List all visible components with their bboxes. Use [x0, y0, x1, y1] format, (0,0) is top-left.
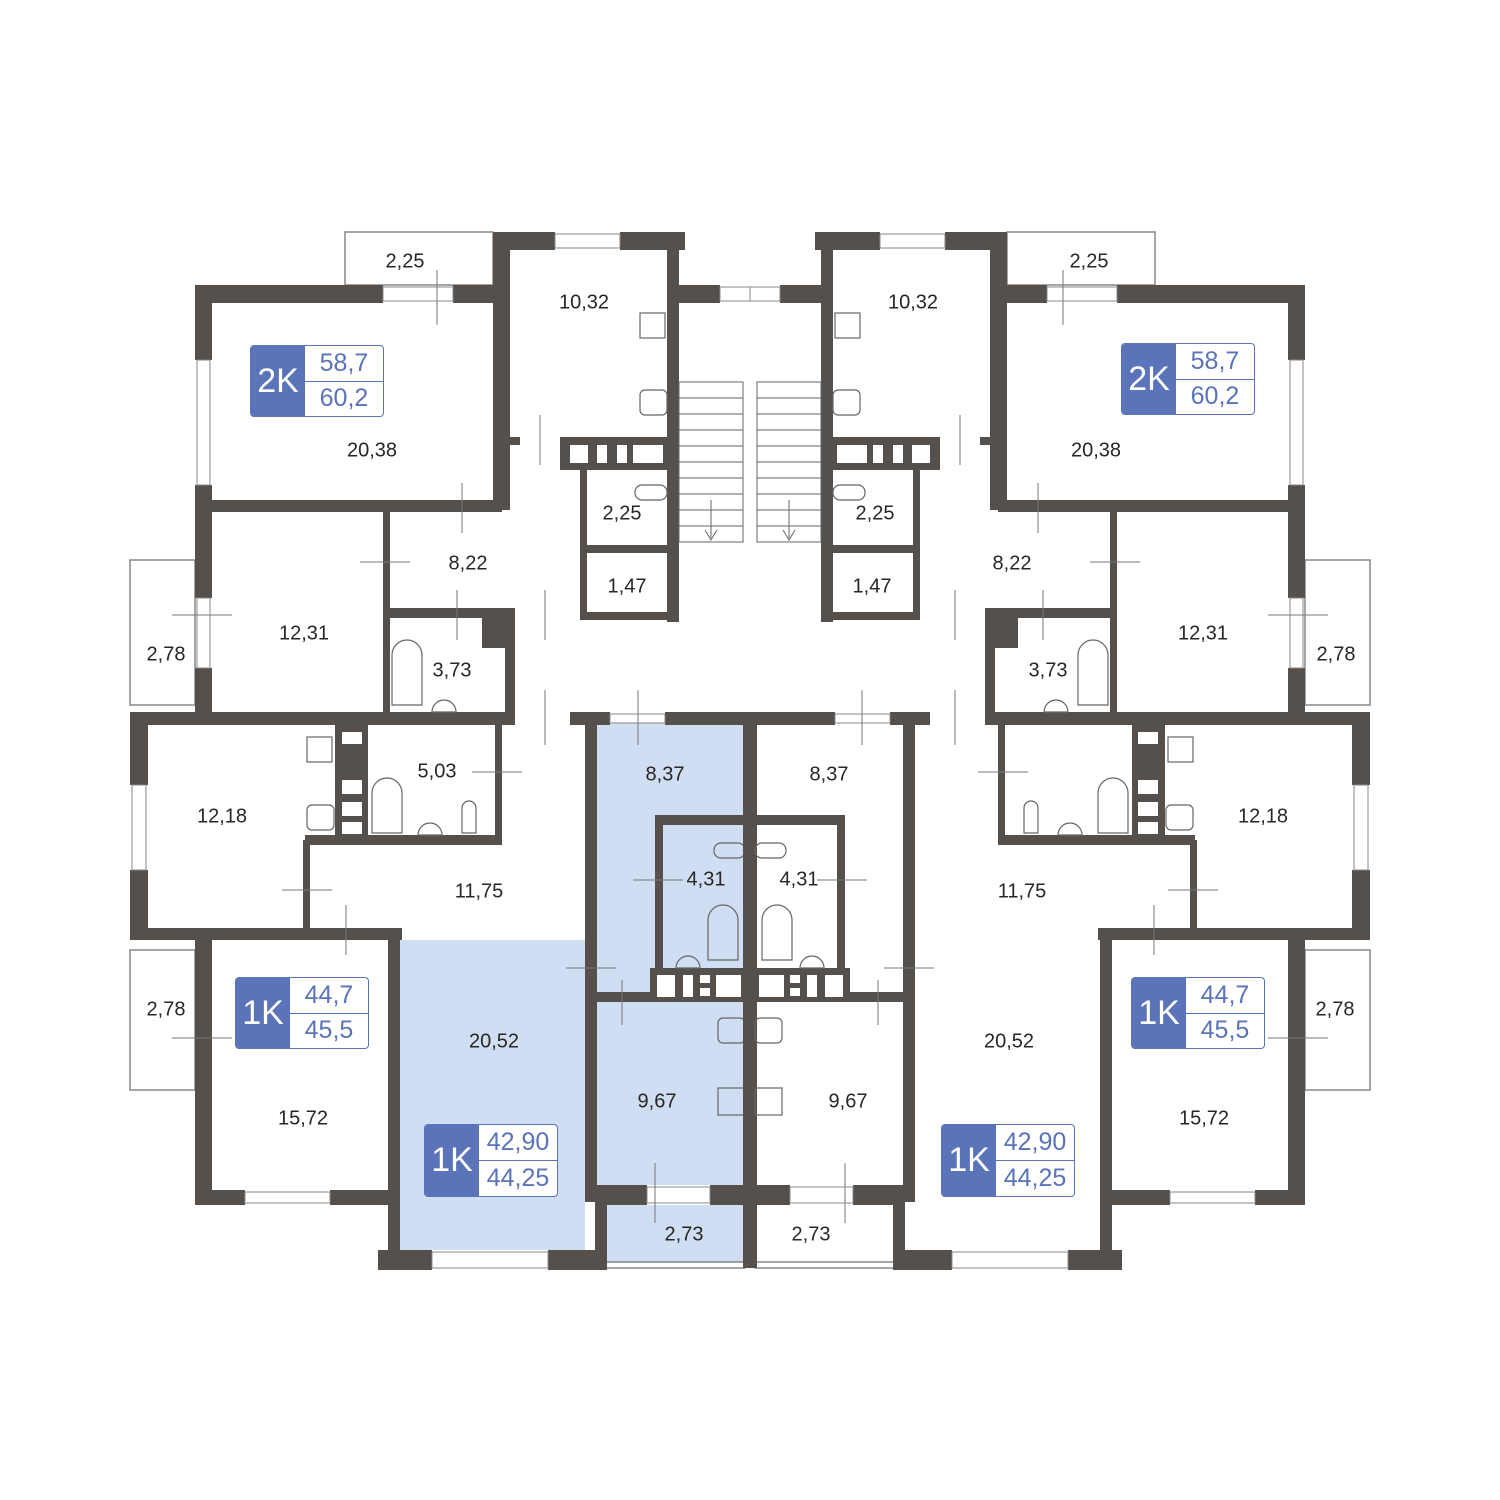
room-area-living: 15,72 [277, 1107, 329, 1130]
apartment-type: 1K [1132, 978, 1186, 1048]
total-area: 44,25 [486, 1164, 550, 1192]
apartment-type: 1K [236, 978, 290, 1048]
room-area-balcony: 2,73 [791, 1223, 831, 1246]
room-area-living: 20,38 [346, 439, 398, 462]
living-area: 58,7 [1176, 344, 1254, 380]
room-area-hall: 8,22 [448, 552, 488, 575]
apartment-badge-1k-center-left[interactable]: 1K 42,90 44,25 [424, 1124, 558, 1197]
room-area-toilet: 1,47 [607, 575, 647, 598]
room-area-living: 20,38 [1070, 439, 1122, 462]
total-area: 45,5 [1200, 1016, 1250, 1045]
room-area-bedroom: 12,31 [1177, 622, 1229, 645]
room-area-kitchen: 10,32 [887, 291, 939, 314]
apartment-badge-1k-center-right[interactable]: 1K 42,90 44,25 [941, 1124, 1075, 1197]
living-area: 42,90 [996, 1125, 1074, 1161]
room-area-kitchen: 9,67 [828, 1090, 868, 1113]
room-area-balcony: 2,78 [146, 998, 186, 1021]
living-area: 58,7 [305, 346, 383, 382]
room-area-balcony: 2,25 [1069, 250, 1109, 273]
room-area-bedroom: 12,31 [278, 622, 330, 645]
room-area-toilet: 1,47 [852, 575, 892, 598]
room-area-balcony: 2,78 [1316, 643, 1356, 666]
room-area-balcony: 2,73 [664, 1223, 704, 1246]
room-area-living: 20,52 [468, 1030, 520, 1053]
room-area-hall: 8,37 [809, 763, 849, 786]
room-area-kitchen: 9,67 [637, 1090, 677, 1113]
room-area-bathroom: 3,73 [432, 659, 472, 682]
room-area-hall: 11,75 [454, 880, 504, 903]
living-area: 44,7 [1186, 978, 1264, 1014]
room-area-balcony: 2,78 [1315, 998, 1355, 1021]
total-area: 60,2 [319, 384, 369, 413]
room-area-kitchen: 12,18 [1237, 805, 1289, 828]
walls-right-wing [742, 231, 1371, 1271]
apartment-type: 2K [1122, 344, 1176, 414]
apartment-type: 2K [251, 346, 305, 416]
room-area-bathroom: 4,31 [779, 868, 819, 891]
room-area-bathroom: 2,25 [855, 502, 895, 525]
room-area-living: 15,72 [1178, 1107, 1230, 1130]
room-area-kitchen: 10,32 [558, 291, 610, 314]
room-area-balcony: 2,25 [385, 250, 425, 273]
living-area: 42,90 [479, 1125, 557, 1161]
room-area-hall: 8,22 [992, 552, 1032, 575]
apartment-type: 1K [425, 1125, 479, 1196]
room-area-balcony: 2,78 [146, 643, 186, 666]
room-area-bathroom: 3,73 [1028, 659, 1068, 682]
room-area-bathroom: 2,25 [602, 502, 642, 525]
living-area: 44,7 [290, 978, 368, 1014]
total-area: 44,25 [1003, 1164, 1067, 1192]
total-area: 60,2 [1190, 382, 1240, 411]
room-area-kitchen: 12,18 [196, 805, 248, 828]
room-area-bathroom: 4,31 [686, 868, 726, 891]
room-area-bathroom: 5,03 [417, 760, 457, 783]
room-area-hall: 11,75 [997, 880, 1047, 903]
apartment-type: 1K [942, 1125, 996, 1196]
room-area-living: 20,52 [983, 1030, 1035, 1053]
total-area: 45,5 [304, 1016, 354, 1045]
room-area-hall: 8,37 [645, 763, 685, 786]
